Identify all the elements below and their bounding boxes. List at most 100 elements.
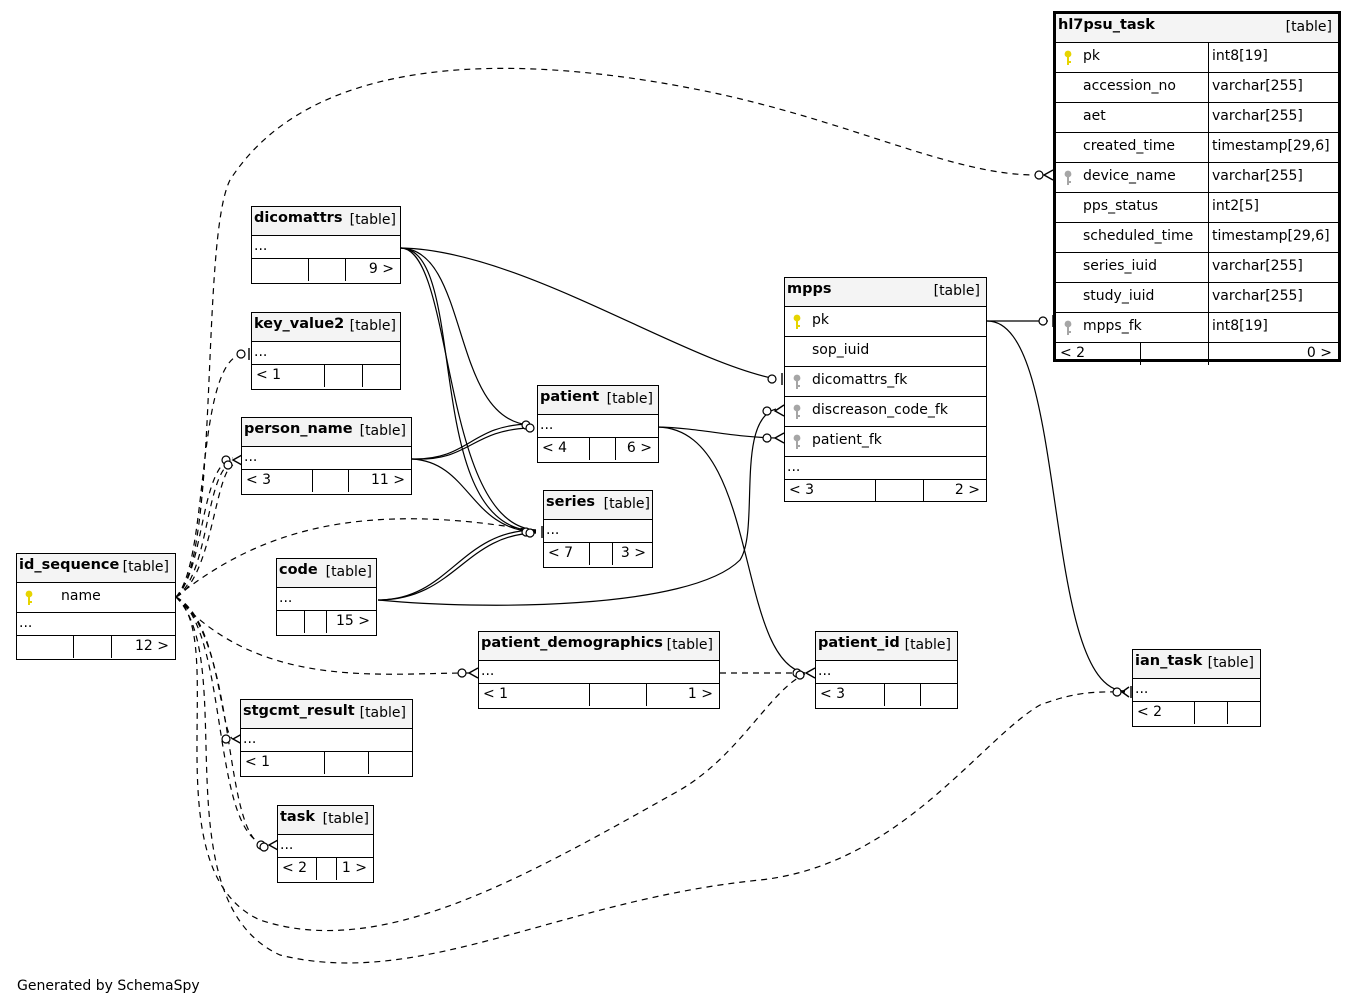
table-type: [table] — [1285, 19, 1332, 35]
column-type: int2[5] — [1212, 198, 1259, 214]
rel-idseq-task-a — [175, 596, 269, 846]
column-type: varchar[255] — [1212, 258, 1303, 274]
table-footer: 15 > — [277, 611, 376, 633]
table-task[interactable]: task [table] ... < 2 1 > — [277, 805, 374, 883]
rel-code-mpps — [377, 408, 777, 606]
rel-dicomattrs-mpps — [400, 247, 777, 380]
footer-children: 12 > — [135, 638, 169, 654]
table-name: patient_id — [818, 635, 900, 651]
rel-patient-patient-id — [657, 426, 806, 674]
table-type: [table] — [666, 637, 713, 653]
table-footer: < 4 6 > — [538, 438, 658, 460]
column-name: pk — [812, 312, 829, 328]
footer-parents: < 3 — [789, 482, 815, 498]
rel-dicomattrs-series — [400, 247, 537, 532]
rel-person-name-patient-a — [411, 423, 531, 460]
rel-code-series-b — [377, 532, 537, 601]
table-series[interactable]: series [table] ... < 7 3 > — [543, 490, 653, 568]
column-name: pk — [1083, 48, 1100, 64]
table-footer: < 1 — [241, 752, 412, 774]
table-code[interactable]: code [table] ... 15 > — [276, 558, 377, 636]
table-footer: < 3 2 > — [785, 480, 986, 502]
column-type: varchar[255] — [1212, 168, 1303, 184]
generated-by-note: Generated by SchemaSpy — [17, 978, 200, 994]
table-header: hl7psu_task [table] — [1056, 14, 1338, 43]
footer-parents: < 4 — [542, 440, 568, 456]
foreign-key-icon — [793, 404, 801, 419]
footer-parents: < 7 — [548, 545, 574, 561]
footer-parents: < 3 — [820, 686, 846, 702]
table-type: [table] — [933, 283, 980, 299]
table-key-value2[interactable]: key_value2 [table] ... < 1 — [251, 312, 401, 390]
table-name: code — [279, 562, 318, 578]
table-name: patient_demographics — [481, 635, 663, 651]
table-footer: < 3 — [816, 684, 957, 706]
rel-idseq-task-b — [175, 596, 269, 848]
column-type: int8[19] — [1212, 318, 1268, 334]
rel-person-name-series — [411, 458, 537, 533]
table-type: [table] — [349, 212, 396, 228]
table-footer: < 3 11 > — [242, 470, 411, 492]
table-ian-task[interactable]: ian_task [table] ... < 2 — [1132, 649, 1261, 727]
table-patient[interactable]: patient [table] ... < 4 6 > — [537, 385, 659, 463]
table-hl7psu-task[interactable]: hl7psu_task [table] pk int8[19] accession_… — [1053, 11, 1341, 365]
table-footer: < 2 0 > — [1056, 343, 1338, 365]
rel-idseq-series — [175, 518, 537, 598]
column-name: accession_no — [1083, 78, 1176, 94]
column-name: patient_fk — [812, 432, 882, 448]
footer-parents: < 1 — [245, 754, 271, 770]
elided-columns: ... — [252, 236, 400, 259]
table-patient-demographics[interactable]: patient_demographics [table] ... < 1 1 > — [478, 631, 720, 709]
column-type: varchar[255] — [1212, 78, 1303, 94]
table-patient-id[interactable]: patient_id [table] ... < 3 — [815, 631, 958, 709]
column-name: device_name — [1083, 168, 1176, 184]
footer-children: 2 > — [954, 482, 980, 498]
column-name: sop_iuid — [812, 342, 870, 358]
table-header: mpps [table] — [785, 278, 986, 307]
table-footer: 12 > — [17, 636, 175, 658]
column-type: int8[19] — [1212, 48, 1268, 64]
column-name: pps_status — [1083, 198, 1159, 214]
footer-children: 11 > — [371, 472, 405, 488]
foreign-key-icon — [793, 434, 801, 449]
table-person-name[interactable]: person_name [table] ... < 3 11 > — [241, 417, 412, 495]
rel-idseq-key-value2 — [175, 353, 244, 598]
table-type: [table] — [904, 637, 951, 653]
column-row: pps_status int2[5] — [1056, 193, 1338, 223]
rel-idseq-patient-demo — [175, 596, 471, 675]
footer-parents: < 3 — [246, 472, 272, 488]
elided-columns: ... — [241, 729, 412, 752]
rel-idseq-ian-task — [175, 596, 1126, 964]
elided-columns: ... — [252, 342, 400, 365]
primary-key-icon — [25, 590, 33, 605]
table-type: [table] — [122, 559, 169, 575]
column-row: name — [17, 583, 175, 613]
table-type: [table] — [606, 391, 653, 407]
rel-mpps-ian-task — [986, 320, 1126, 692]
column-type: timestamp[29,6] — [1212, 228, 1330, 244]
footer-children: 6 > — [626, 440, 652, 456]
footer-parents: < 2 — [1060, 345, 1086, 361]
primary-key-icon — [793, 314, 801, 329]
table-type: [table] — [603, 496, 650, 512]
elided-columns: ... — [17, 613, 175, 636]
column-row: device_name varchar[255] — [1056, 163, 1338, 193]
table-id-sequence[interactable]: id_sequence [table] name ... 12 > — [16, 553, 176, 660]
rel-dicomattrs-patient — [400, 247, 531, 426]
table-dicomattrs[interactable]: dicomattrs [table] ... 9 > — [251, 206, 401, 284]
footer-children: 0 > — [1306, 345, 1332, 361]
rel-idseq-hl7psu — [175, 67, 1037, 598]
foreign-key-icon — [793, 374, 801, 389]
table-stgcmt-result[interactable]: stgcmt_result [table] ... < 1 — [240, 699, 413, 777]
rel-person-name-patient-b — [411, 427, 531, 460]
column-type: varchar[255] — [1212, 288, 1303, 304]
elided-columns: ... — [242, 447, 411, 470]
table-footer: < 2 — [1133, 702, 1260, 724]
table-type: [table] — [349, 318, 396, 334]
footer-children: 9 > — [368, 261, 394, 277]
